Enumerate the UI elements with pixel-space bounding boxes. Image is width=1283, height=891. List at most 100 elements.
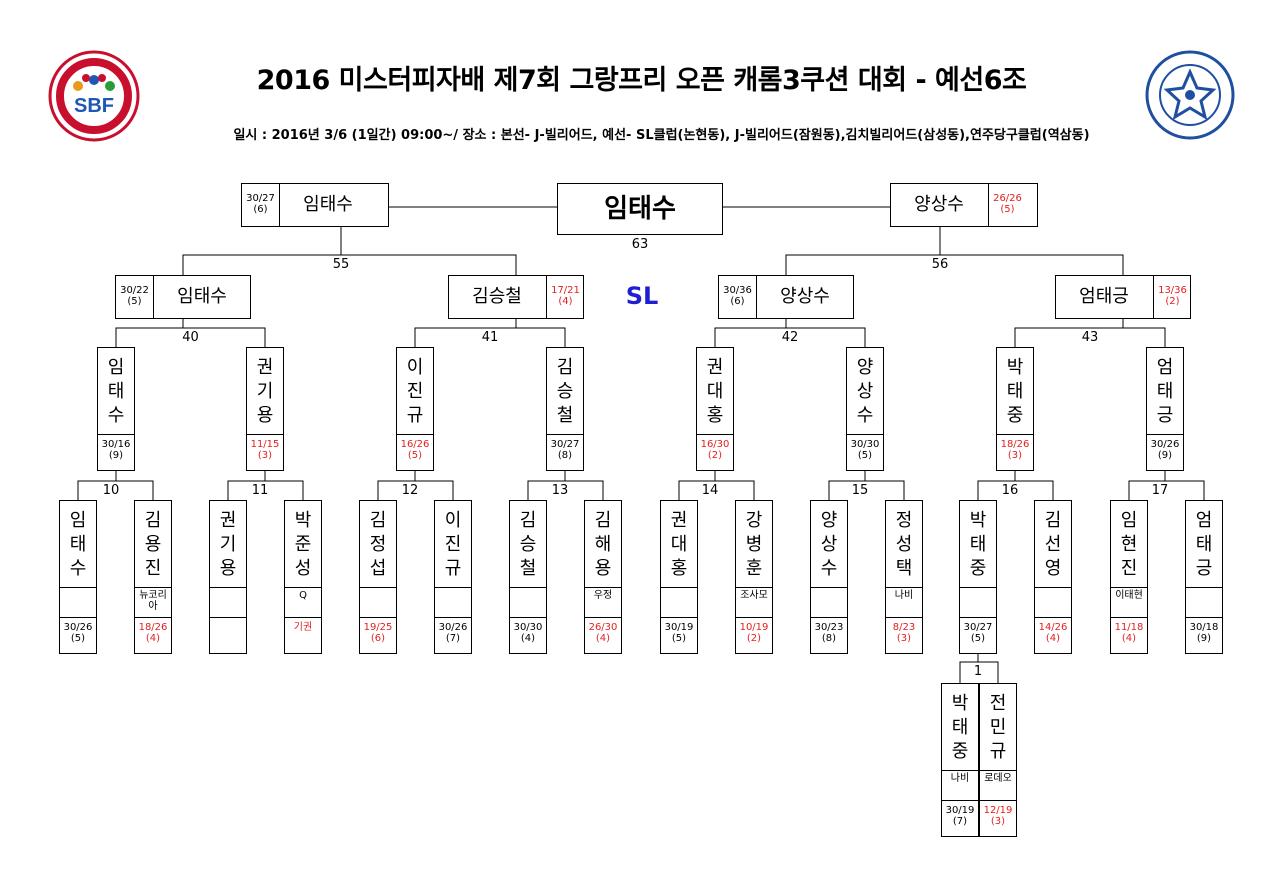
score-cell: 16/26(5): [397, 434, 433, 472]
innings-value: (5): [671, 632, 687, 644]
club-name: [435, 587, 471, 617]
innings-value: (2): [746, 632, 762, 644]
svg-text:SBF: SBF: [74, 95, 114, 117]
innings-value: (7): [445, 632, 461, 644]
match-number: 56: [931, 257, 949, 272]
innings-value: (4): [558, 295, 573, 307]
club-name: 나비: [942, 770, 978, 800]
score-cell: 26/30(4): [585, 617, 621, 655]
club-name: Q: [285, 587, 321, 617]
match-number: 17: [1151, 483, 1169, 498]
event-info: 일시 : 2016년 3/6 (1일간) 09:00~/ 장소 : 본선- J-…: [233, 128, 1090, 143]
match-number: 41: [481, 330, 499, 345]
club-name: [1186, 587, 1222, 617]
club-name: 우정: [585, 587, 621, 617]
player-name: 엄태긍: [1079, 286, 1129, 307]
score-cell: 30/30(5): [847, 434, 883, 472]
seoul-sports-council-logo: [1145, 50, 1235, 140]
club-name: [510, 587, 546, 617]
club-name: [1035, 587, 1071, 617]
match-number: 43: [1081, 330, 1099, 345]
match-number: 55: [332, 257, 350, 272]
score-value: 13/36: [1158, 285, 1187, 296]
score-cell: 13/36(2): [1153, 276, 1191, 318]
innings-value: (6): [370, 632, 386, 644]
score-cell: 10/19(2): [736, 617, 772, 655]
score-value: 16/26: [400, 439, 430, 450]
innings-value: (3): [896, 632, 912, 644]
score-value: 30/16: [101, 439, 131, 450]
champion-name: 임태수: [604, 194, 676, 224]
score-value: 18/26: [1000, 439, 1030, 450]
score-cell: 기권: [285, 617, 321, 655]
score-value: 30/19: [945, 805, 975, 816]
score-value: 30/36: [723, 285, 752, 296]
match-number: 40: [182, 330, 199, 345]
score-value: 30/23: [814, 622, 844, 633]
player-box: 17/21(4)김승철: [448, 275, 584, 319]
score-value: 26/26: [993, 193, 1022, 204]
score-cell: 8/23(3): [886, 617, 922, 655]
club-name: 로데오: [980, 770, 1016, 800]
score-cell: 11/15(3): [247, 434, 283, 472]
player-name: 양상수: [914, 194, 964, 215]
score-value: 12/19: [983, 805, 1013, 816]
score-cell: 30/36(6): [719, 276, 757, 318]
score-value: 19/25: [363, 622, 393, 633]
innings-value: (5): [127, 295, 142, 307]
player-box: 26/26(5) 양상수: [890, 183, 1038, 227]
score-cell: 30/27(8): [547, 434, 583, 472]
champion-box: 임태수: [557, 183, 723, 235]
innings-value: (5): [1000, 203, 1015, 215]
score-cell: [210, 617, 246, 655]
innings-value: (7): [952, 815, 968, 827]
score-cell: 30/27(6): [242, 184, 280, 226]
score-value: 11/18: [1114, 622, 1144, 633]
score-value: 14/26: [1038, 622, 1068, 633]
innings-value: (4): [1045, 632, 1061, 644]
innings-value: (4): [520, 632, 536, 644]
innings-value: (8): [821, 632, 837, 644]
score-cell: 12/19(3): [980, 800, 1016, 838]
player-name: 임태수: [303, 194, 353, 215]
score-cell: 14/26(4): [1035, 617, 1071, 655]
score-value: 30/30: [513, 622, 543, 633]
score-value: 30/26: [438, 622, 468, 633]
score-value: 30/27: [550, 439, 580, 450]
score-value: 30/26: [1150, 439, 1180, 450]
club-name: 뉴코리아: [135, 587, 171, 617]
score-cell: 30/23(8): [811, 617, 847, 655]
club-name: 조사모: [736, 587, 772, 617]
innings-value: (6): [253, 203, 268, 215]
innings-value: (3): [257, 449, 273, 461]
match-number: 42: [781, 330, 799, 345]
score-cell: 30/26(9): [1147, 434, 1183, 472]
score-cell: 11/18(4): [1111, 617, 1147, 655]
